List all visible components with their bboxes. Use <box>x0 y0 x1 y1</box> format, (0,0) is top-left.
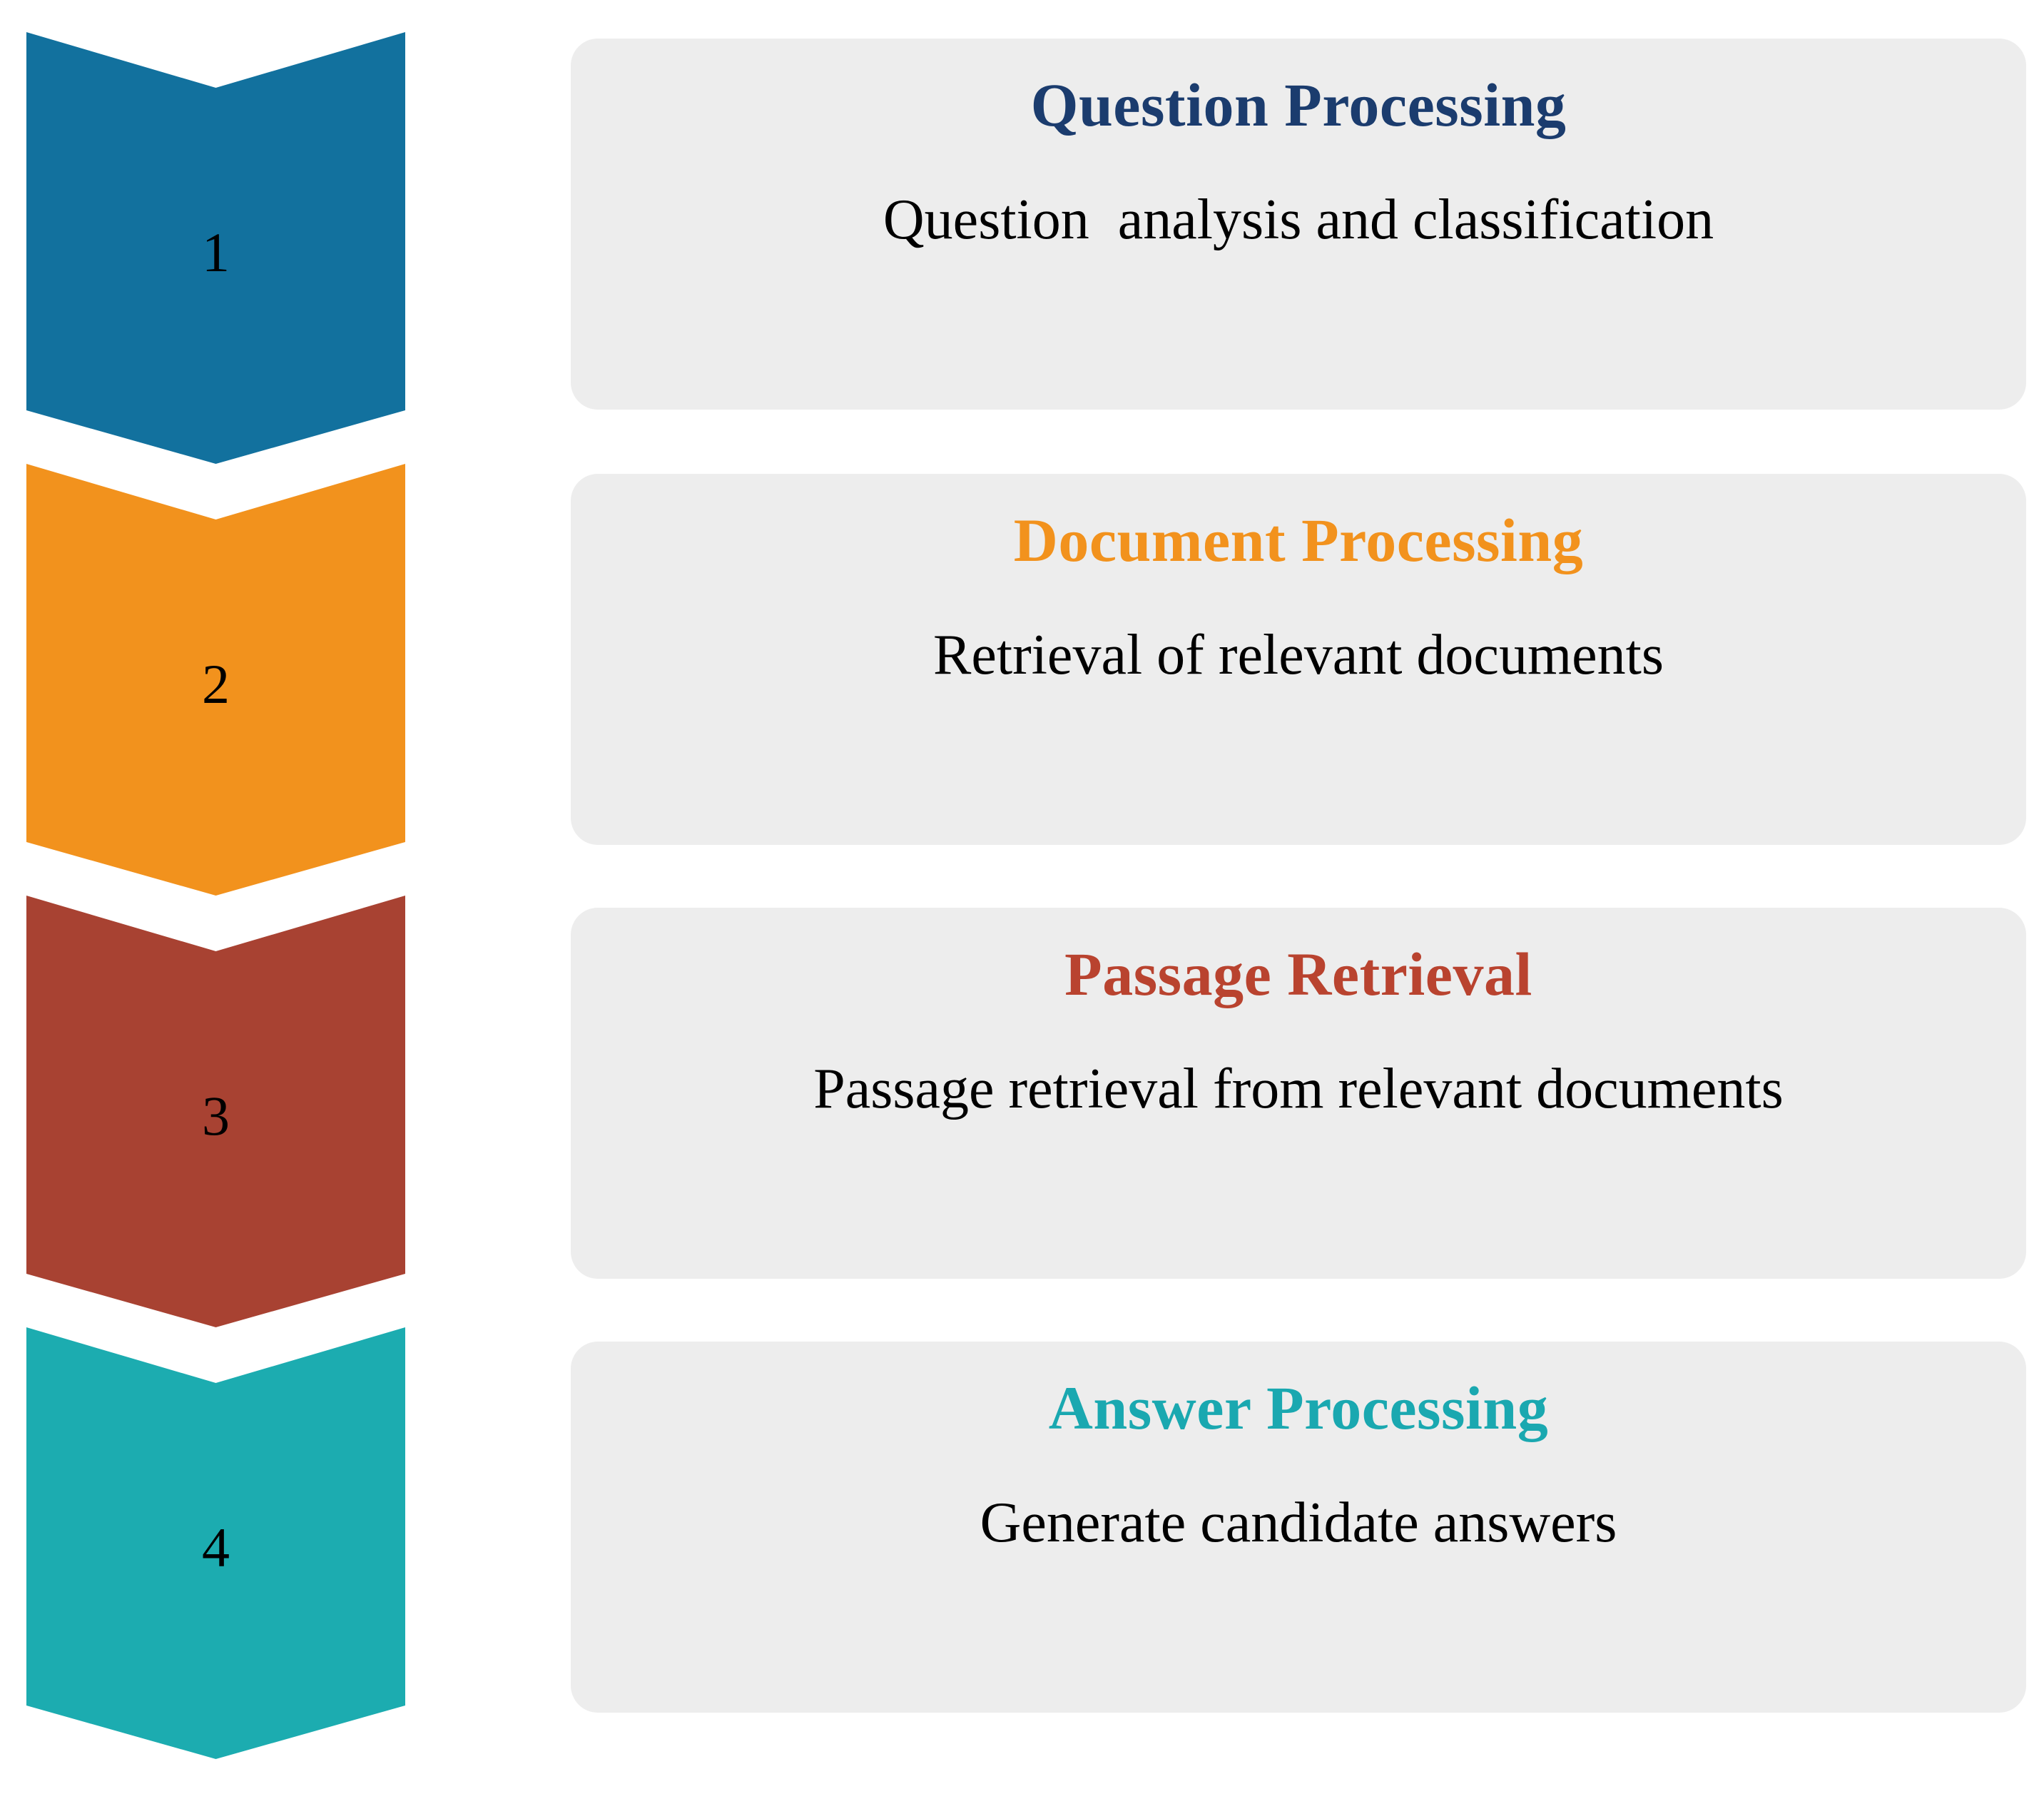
chevron-step-4[interactable]: 4 <box>26 1327 405 1759</box>
panel-step-2[interactable]: Document Processing Retrieval of relevan… <box>571 474 2026 845</box>
panel-step-2-heading: Document Processing <box>1013 506 1584 574</box>
panel-step-1[interactable]: Question Processing Question analysis an… <box>571 39 2026 410</box>
panel-step-3-body: Passage retrieval from relevant document… <box>813 1058 1784 1121</box>
panel-step-3[interactable]: Passage Retrieval Passage retrieval from… <box>571 908 2026 1279</box>
chevron-step-3[interactable]: 3 <box>26 896 405 1327</box>
chevron-step-4-number: 4 <box>202 1516 230 1578</box>
panel-step-2-body: Retrieval of relevant documents <box>932 624 1664 687</box>
panel-step-1-heading: Question Processing <box>1030 71 1567 139</box>
panel-step-3-heading: Passage Retrieval <box>1064 940 1532 1008</box>
chevron-column: 1 2 3 4 <box>0 0 428 1794</box>
chevron-step-1-number: 1 <box>202 221 230 283</box>
chevron-step-2-number: 2 <box>202 652 230 715</box>
chevron-step-3-number: 3 <box>202 1084 230 1147</box>
panel-step-1-body: Question analysis and classification <box>883 188 1714 252</box>
chevron-step-2[interactable]: 2 <box>26 464 405 896</box>
panel-step-4[interactable]: Answer Processing Generate candidate ans… <box>571 1342 2026 1713</box>
panel-step-4-body: Generate candidate answers <box>980 1491 1617 1555</box>
panel-step-4-heading: Answer Processing <box>1048 1374 1549 1442</box>
chevron-step-1[interactable]: 1 <box>26 32 405 464</box>
